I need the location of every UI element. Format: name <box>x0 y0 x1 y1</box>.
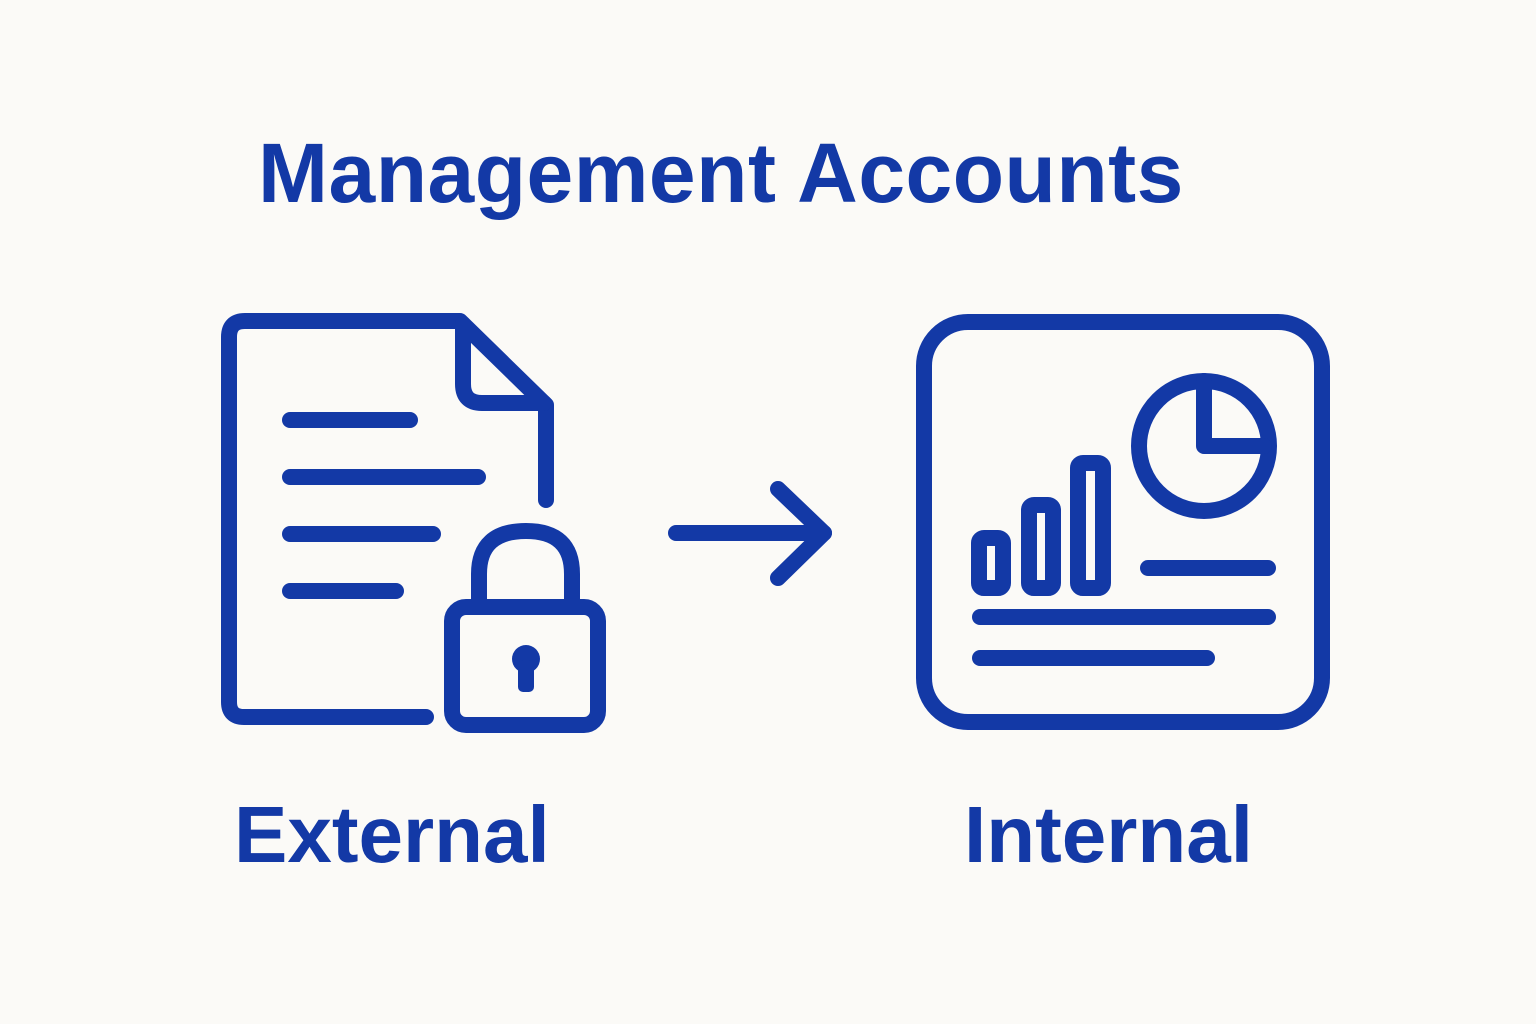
bar-2 <box>1021 497 1061 596</box>
dashboard-frame <box>916 314 1330 730</box>
document-outline <box>221 313 554 725</box>
diagram-title: Management Accounts <box>258 126 1184 220</box>
internal-label: Internal <box>964 790 1253 879</box>
bar-3 <box>1070 455 1111 596</box>
bar-1 <box>971 530 1011 596</box>
external-label: External <box>234 790 550 879</box>
lock-shackle <box>471 523 580 612</box>
lock-body <box>444 599 606 733</box>
pie-slice <box>1196 373 1272 454</box>
document-fold <box>455 316 552 411</box>
